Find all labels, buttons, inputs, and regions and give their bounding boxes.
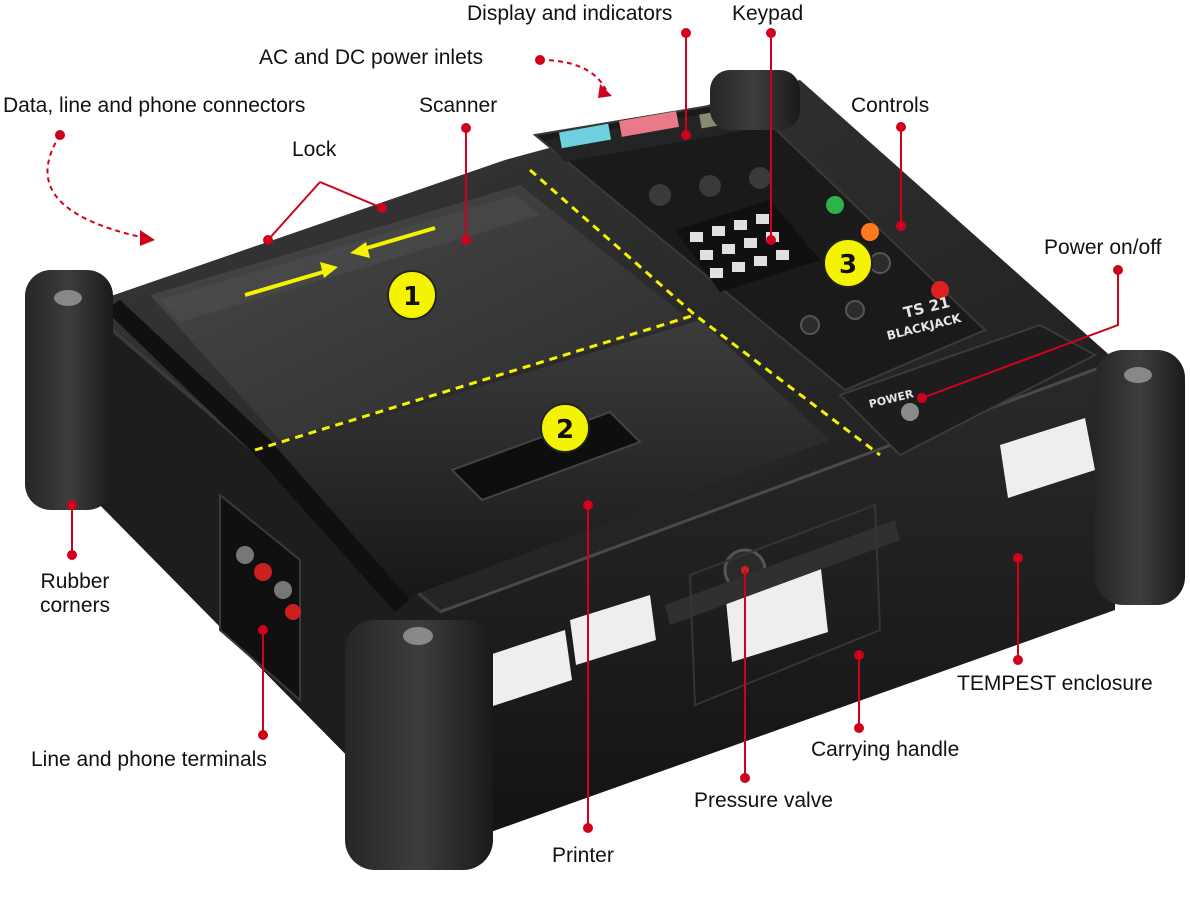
rubber-corner-front [345, 620, 493, 870]
badge-number-3: 3 [839, 250, 857, 280]
badge-number-2: 2 [556, 415, 574, 445]
alert-button [861, 223, 879, 241]
callout-line-ac-dc [539, 59, 607, 91]
dashed-module-outline-2 [254, 313, 696, 452]
label-ac-dc-inlets: AC and DC power inlets [259, 46, 484, 69]
badge-circle-1 [387, 270, 437, 320]
label-power-onoff: Power on/off [1044, 236, 1162, 259]
label-tempest-enclosure: TEMPEST enclosure [957, 672, 1153, 695]
scanner-arrow-right [320, 262, 338, 278]
label-sticker-front [480, 630, 572, 708]
label-sticker-right [1000, 418, 1095, 498]
rubber-corner-left [25, 270, 113, 510]
start-button [826, 196, 844, 214]
dashed-module-outline-1 [529, 168, 881, 457]
label-printer: Printer [552, 844, 614, 867]
callout-line-data [46, 134, 146, 239]
badge-circle-3 [823, 238, 873, 288]
label-display-indicators: Display and indicators [467, 2, 673, 25]
callout-line-power [921, 270, 1119, 399]
power-switch [901, 403, 919, 421]
display-chip-1 [558, 123, 612, 149]
label-controls: Controls [851, 94, 930, 117]
label-carrying-handle: Carrying handle [811, 738, 960, 761]
label-rubber-line1: Rubber [40, 570, 110, 593]
label-keypad: Keypad [732, 2, 804, 25]
callout-line-lock-a [267, 181, 321, 241]
callout-line-lock-b [319, 181, 383, 209]
badge-circle-2 [540, 403, 590, 453]
label-scanner: Scanner [419, 94, 498, 117]
carrying-handle-bar [665, 520, 900, 625]
label-lock: Lock [292, 138, 337, 161]
label-rubber-line2: corners [39, 594, 111, 617]
label-line-phone-terminals: Line and phone terminals [31, 748, 267, 771]
label-pressure-valve: Pressure valve [694, 789, 833, 812]
label-rubber-corners: Rubber corners [30, 570, 120, 618]
badge-number-1: 1 [403, 282, 421, 312]
stop-button [931, 281, 949, 299]
scanner-arrow-left [350, 242, 370, 258]
label-data-line-connectors: Data, line and phone connectors [3, 94, 306, 117]
display-chip-2 [619, 111, 679, 137]
rubber-corner-back [710, 70, 800, 130]
carrying-handle-recess [688, 503, 882, 707]
terminal-bay [219, 492, 301, 703]
rubber-corner-right [1095, 350, 1185, 605]
